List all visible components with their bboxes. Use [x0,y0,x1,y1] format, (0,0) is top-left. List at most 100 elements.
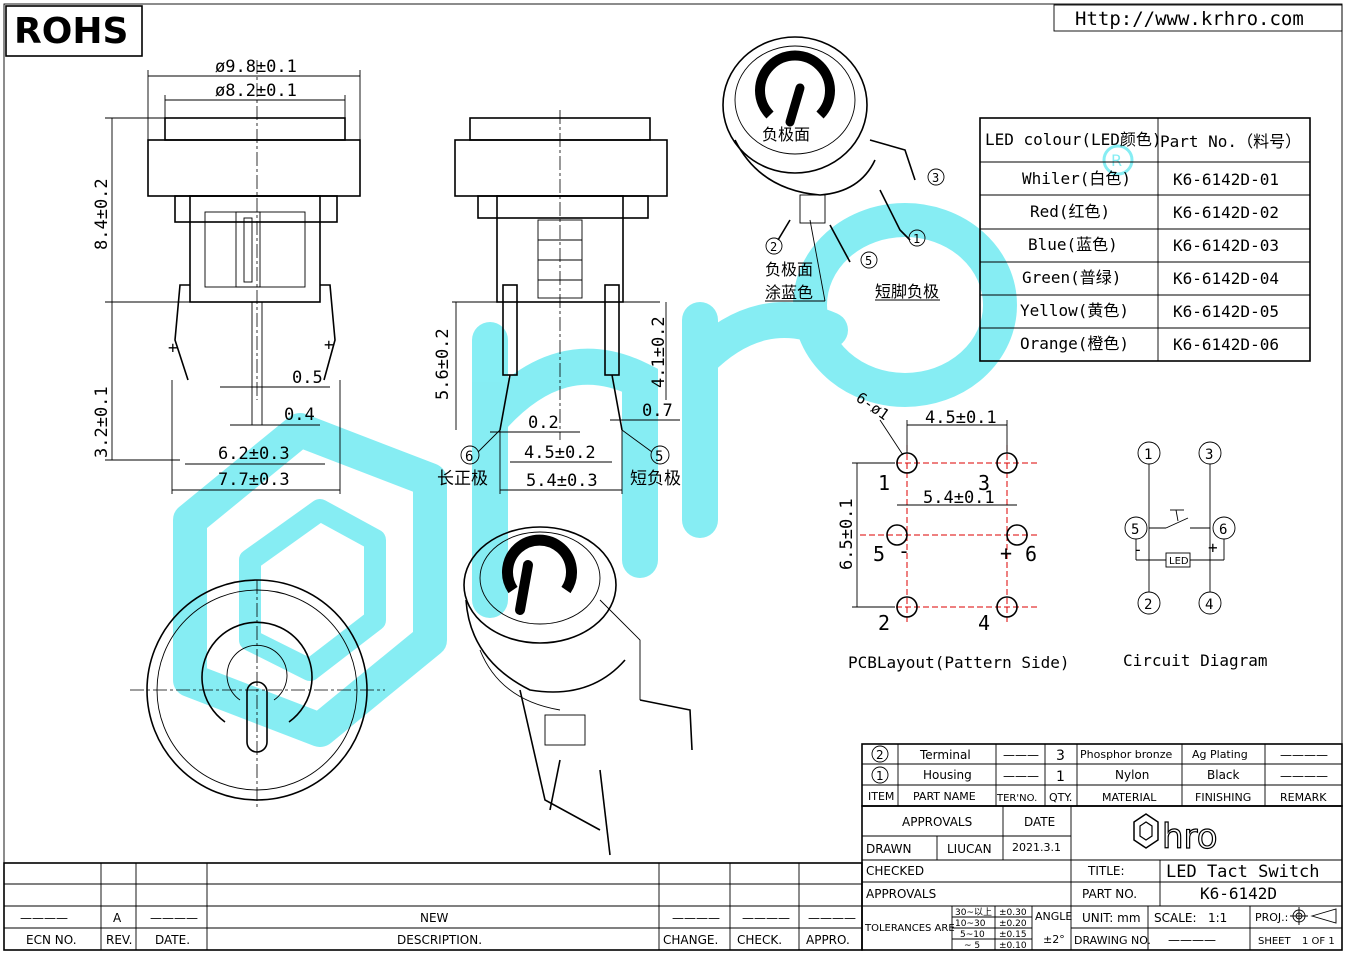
bom-row0-ter: ——— [1003,748,1039,762]
rev-rev: REV. [106,933,132,947]
rev-app: APPRO. [806,933,850,947]
tb-date: DATE [1024,815,1055,829]
iso-pin5: 5 [865,254,872,268]
colour-row-0-part: K6-6142D-01 [1173,170,1279,189]
rohs-box [5,5,143,57]
rev-chk: CHECK. [737,933,782,947]
iso-pin2: 2 [770,240,777,254]
rohs-label: ROHS [14,11,128,52]
bom-h-ter: TER'NO. [996,793,1037,804]
colour-row-2-name: Blue(蓝色) [1028,235,1118,254]
colour-row-4-name: Yellow(黄色) [1020,301,1129,320]
title-block: APPROVALS DATE DRAWN LIUCAN 2021.3.1 CHE… [861,805,1343,951]
bom-h-finish: FINISHING [1195,791,1251,804]
dim-w04: 0.4 [284,405,315,425]
tb-tol-3-range: ~ 5 [964,941,980,951]
tb-scale-val: 1:1 [1208,911,1227,925]
bom-h-material: MATERIAL [1102,791,1157,804]
iso-view-top: 负极面 3 1 2 5 负极面 涂蓝色 短脚负极 [722,36,945,302]
iso-top-label: 负极面 [762,125,810,144]
hro-logo-text: hro [1162,817,1218,857]
side-pin5: 5 [655,449,663,465]
colour-row-0-name: Whiler(白色) [1022,169,1131,188]
circuit-n3: 3 [1205,447,1213,463]
iso-short-neg: 短脚负极 [875,282,939,301]
bom-row0-item: 2 [876,748,884,762]
tb-tol-0-range: 30~以上 [955,907,992,918]
bom-row1-item: 1 [876,769,884,783]
rev-ecn: ECN NO. [26,933,77,947]
tb-sheet-val: 1 OF 1 [1302,936,1335,947]
dim-w54: 5.4±0.3 [526,471,598,491]
pcb-pin2: 2 [878,611,890,635]
dim-w07: 0.7 [642,401,673,421]
dim-w02: 0.2 [528,413,559,433]
colour-row-2-part: K6-6142D-03 [1173,236,1279,255]
tb-title: LED Tact Switch [1166,862,1320,882]
tb-drawn-by: LIUCAN [947,842,992,856]
bom-h-remark: REMARK [1280,791,1327,804]
circuit-diagram: 1 3 2 4 5 6 LED - + Circuit Diagram [1123,441,1268,670]
colour-row-1-name: Red(红色) [1030,202,1110,221]
bom-row1-qty: 1 [1056,769,1065,785]
circuit-caption: Circuit Diagram [1123,651,1268,670]
bom-row0-finish: Ag Plating [1192,748,1248,761]
tb-approvals: APPROVALS [902,815,972,829]
iso-pin3: 3 [932,171,939,185]
tb-tol-0-val: ±0.30 [999,908,1027,918]
pcb-pin1: 1 [878,471,890,495]
iso-pin1: 1 [913,232,920,246]
rev-ecn-val: ———— [20,911,68,925]
pcb-dim-w54: 5.4±0.1 [923,488,995,508]
tb-sheet: SHEET [1258,936,1292,947]
circuit-n5: 5 [1131,522,1139,538]
colour-row-4-part: K6-6142D-05 [1173,302,1279,321]
circuit-minus: - [1133,540,1143,559]
tb-tol-label: TOLERANCES ARE [864,923,955,934]
bom-row1-material: Nylon [1115,768,1149,782]
bom-table: 2 Terminal ——— 3 Phosphor bronze Ag Plat… [861,743,1343,807]
dim-d-inner: ø8.2±0.1 [215,81,297,101]
tb-approvals2: APPROVALS [866,887,936,901]
tb-drawn-date: 2021.3.1 [1012,841,1061,854]
rev-chk-val: ———— [742,911,790,925]
bom-row1-remark: ———— [1280,769,1328,783]
bom-h-qty: QTY. [1049,791,1072,804]
dim-height: 8.4±0.2 [92,178,112,250]
bom-h-item: ITEM [868,790,894,803]
tb-angle: ANGLE [1035,910,1072,923]
bom-h-name: PART NAME [913,790,976,803]
tb-checked: CHECKED [866,864,924,878]
side-short-neg: 短负极 [630,469,681,489]
iso-neg-face: 负极面 [765,260,813,279]
colour-row-3-part: K6-6142D-04 [1173,269,1279,288]
tb-tol-1-range: 10~30 [955,919,986,929]
tb-drawn: DRAWN [866,842,912,856]
pcb-layout: 4.5±0.1 6-ø1 5.4±0.1 6.5±0.1 1 3 5 6 - +… [837,389,1070,672]
projection-icon [1290,907,1337,925]
rev-desc: DESCRIPTION. [397,933,482,947]
pcb-caption: PCBLayout(Pattern Side) [848,653,1070,672]
url-text: Http://www.krhro.com [1075,8,1304,30]
tb-tol-2-range: 5~10 [960,930,985,940]
bom-row1-finish: Black [1207,768,1240,782]
watermark-logo: R [173,144,1134,747]
iso-blue-coat: 涂蓝色 [765,283,813,302]
pcb-pin3: 3 [978,471,990,495]
rev-desc-val: NEW [420,911,449,925]
side-view: 5.6±0.2 4.1±0.2 0.2 0.7 4.5±0.2 5.4±0.3 … [433,110,681,494]
top-view [130,579,385,810]
dim-w05: 0.5 [292,368,323,388]
rev-chg-val: ———— [672,911,720,925]
circuit-n2: 2 [1144,597,1152,613]
hro-logo: hro [1133,813,1218,858]
pcb-plus: + [1000,541,1012,565]
bom-row0-name: Terminal [919,748,971,762]
url-box [1053,4,1343,32]
svg-text:+: + [168,338,178,357]
pcb-pin5: 5 [873,542,885,566]
bom-row1-name: Housing [923,768,972,782]
tb-unit: UNIT: mm [1082,911,1141,925]
tb-title-label: TITLE: [1087,864,1125,878]
rev-rev-val: A [113,911,122,925]
